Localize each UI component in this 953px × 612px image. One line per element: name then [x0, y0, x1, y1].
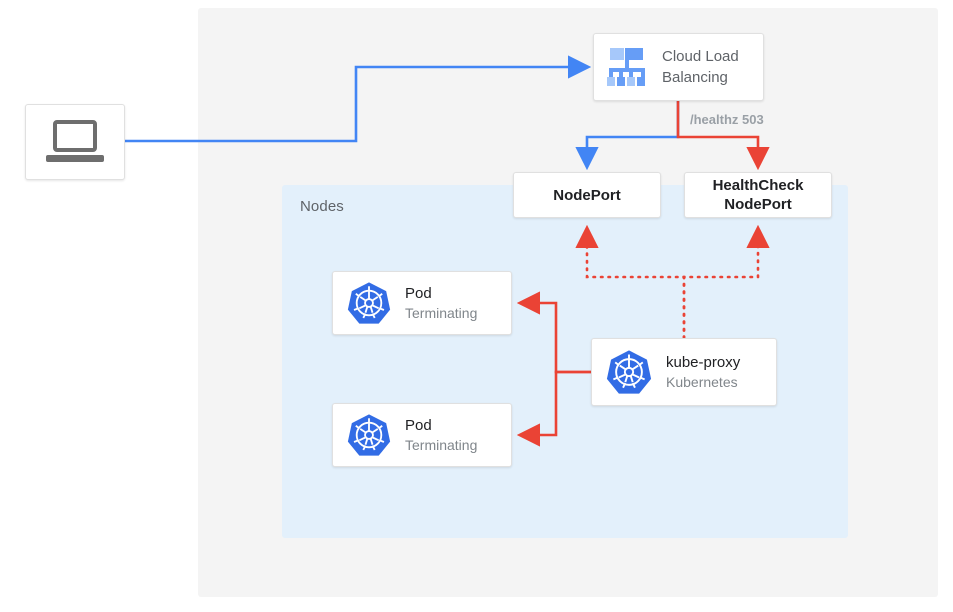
nodeport-node: NodePort [513, 172, 661, 218]
clb-title-line1: Cloud Load [662, 48, 739, 65]
healthcheck-nodeport-node: HealthCheck NodePort [684, 172, 832, 218]
pod-node-2: Pod Terminating [332, 403, 512, 467]
kube-proxy-subtitle: Kubernetes [666, 373, 738, 390]
laptop-icon [46, 120, 104, 164]
cloud-load-balancing-label: Cloud Load Balancing [662, 46, 739, 88]
healthcheck-nodeport-label: HealthCheck NodePort [713, 176, 804, 214]
pod-2-text: Pod Terminating [405, 416, 477, 455]
pod-1-status: Terminating [405, 304, 478, 321]
client-laptop-node [25, 104, 125, 180]
pod-1-title: Pod [405, 284, 432, 302]
kubernetes-icon [606, 349, 652, 395]
nodes-region-label: Nodes [300, 198, 344, 215]
clb-title-line2: Balancing [662, 69, 728, 86]
healthz-edge-label: /healthz 503 [690, 112, 764, 127]
kubernetes-icon [347, 413, 391, 457]
nodeport-label: NodePort [553, 186, 621, 204]
kube-proxy-node: kube-proxy Kubernetes [591, 338, 777, 406]
kubernetes-icon [347, 281, 391, 325]
pod-2-status: Terminating [405, 436, 478, 453]
kube-proxy-title: kube-proxy [666, 353, 741, 371]
pod-node-1: Pod Terminating [332, 271, 512, 335]
healthcheck-nodeport-line1: HealthCheck [712, 177, 804, 194]
cloud-load-balancing-node: Cloud Load Balancing [593, 33, 764, 101]
cloud-load-balancing-icon [606, 48, 648, 86]
pod-2-title: Pod [405, 416, 432, 434]
healthcheck-nodeport-line2: NodePort [724, 196, 792, 213]
kube-proxy-text: kube-proxy Kubernetes [666, 353, 740, 392]
pod-1-text: Pod Terminating [405, 284, 477, 323]
